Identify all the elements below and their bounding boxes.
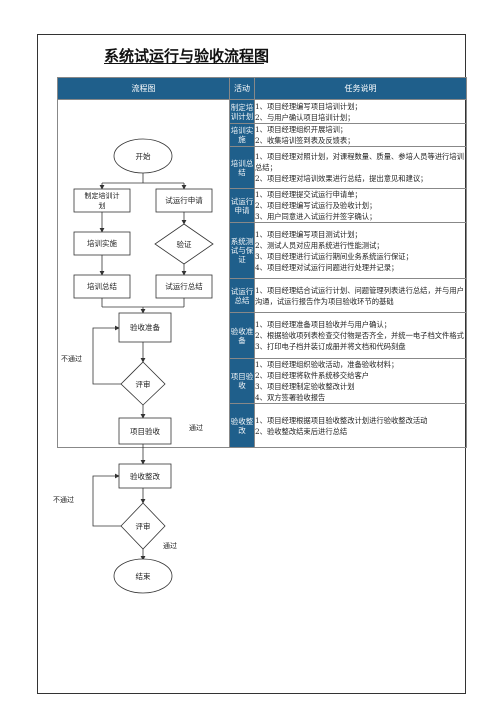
svg-text:验收准备: 验收准备 (130, 322, 160, 332)
flow-acc-fix-node: 验收整改 (118, 463, 172, 489)
description-line: 3、用户同意进入试运行并签字确认； (255, 212, 377, 221)
svg-text:试运行总结: 试运行总结 (165, 281, 203, 291)
flow-proj-acc-node: 项目验收 (118, 417, 172, 445)
page-title: 系统试运行与验收流程图 (104, 47, 270, 65)
activity-cell: 系统测试与保证 (229, 222, 255, 279)
title-underline (104, 63, 264, 64)
description-cell: 1、项目经理编写项目测试计划；2、测试人员对应用系统进行性能测试；3、项目经理进… (254, 222, 467, 279)
svg-text:评审: 评审 (136, 521, 151, 531)
description-line: 1、项目经理组织开展培训； (255, 125, 348, 134)
flow-pass-label-2: 通过 (163, 541, 177, 550)
description-line: 2、项目经理编写试运行及验收计划； (255, 201, 377, 210)
description-cell: 1、项目经理提交试运行申请单； 2、项目经理编写试运行及验收计划； 3、用户同意进入… (254, 188, 467, 223)
description-cell: 1、项目经理编写项目培训计划；2、与用户确认项目培训计划； (254, 99, 467, 124)
header-activity: 活动 (229, 77, 255, 100)
description-line: 4、双方签署验收报告 (255, 393, 326, 402)
description-cell: 1、项目经理对照计划，对课程数量、质量、参培人员等进行培训总结； 2、项目经理对培… (254, 146, 467, 189)
svg-text:开始: 开始 (136, 151, 151, 161)
description-line: 1、项目经理结合试运行计划、问题管理列表进行总结，并与用户沟通，试运行报告作为项… (255, 285, 464, 306)
description-line: 2、项目经理对培训效果进行总结，提出意见和建议； (255, 174, 428, 183)
description-line: 1、项目经理对照计划，对课程数量、质量、参培人员等进行培训总结； (255, 152, 464, 172)
activity-cell: 项目验收 (229, 358, 255, 404)
description-line: 1、项目经理组织验收活动，准备验收材料； (255, 360, 399, 369)
description-line: 3、打印电子档并装订成册并将文档和代码刻盘 (255, 342, 406, 351)
flow-plan-node: 制定培训计 划 (73, 188, 131, 213)
description-cell: 1、项目经理准备项目验收并与用户确认； 2、根据验收项列表检查交付物是否齐全，并统… (254, 312, 467, 359)
svg-text:项目验收: 项目验收 (130, 426, 160, 436)
description-line: 3、项目经理进行试运行期间业务系统运行保证； (255, 251, 413, 261)
flow-train-do-node: 培训实施 (73, 231, 131, 256)
description-line: 1、项目经理根据项目验收整改计划进行验收整改活动 (255, 415, 428, 425)
svg-text:培训总结: 培训总结 (87, 281, 117, 291)
flow-trial-apply-node: 试运行申请 (155, 188, 213, 213)
flow-not-pass-label-2: 不通过 (53, 495, 74, 504)
description-cell: 1、项目经理组织开展培训； 2、收集培训签到表及反馈表； (254, 123, 467, 147)
activity-cell: 培训总结 (229, 146, 255, 189)
description-line: 1、项目经理编写项目培训计划； (255, 101, 362, 111)
description-line: 3、项目经理制定验收整改计划 (255, 382, 355, 391)
header-desc: 任务说明 (254, 77, 467, 100)
svg-text:培训实施: 培训实施 (87, 238, 117, 248)
activity-cell: 试运行总结 (229, 278, 255, 313)
activity-cell: 验收整改 (229, 403, 255, 448)
flow-pass-label-1: 通过 (189, 423, 203, 432)
description-line: 1、项目经理提交试运行申请单； (255, 190, 362, 199)
activity-cell: 培训实施 (229, 123, 255, 147)
svg-text:试运行申请: 试运行申请 (165, 195, 203, 205)
flow-train-sum-node: 培训总结 (73, 274, 131, 299)
flowchart: 开始 制定培训计 划 试运行申请 培训实施 验证 培训总结 试运行总结 验收准备… (53, 138, 214, 594)
flow-review1-diamond: 评审 (120, 361, 166, 406)
description-cell: 1、项目经理组织验收活动，准备验收材料； 2、项目经理将软件系统移交给客户 3、项目… (254, 358, 467, 404)
flow-end-node: 结束 (113, 558, 173, 594)
flow-review2-diamond: 评审 (120, 502, 166, 550)
description-line: 4、项目经理对试运行问题进行处理并记录； (255, 262, 399, 272)
activity-cell: 制定培训计划 (229, 99, 255, 124)
flow-start-node: 开始 (113, 138, 173, 174)
description-line: 2、根据验收项列表检查交付物是否齐全，并统一电子档文件格式 (255, 331, 464, 340)
flow-verify-diamond: 验证 (154, 223, 214, 265)
table-header-row: 流程图 活动 任务说明 (57, 77, 467, 100)
svg-text:评审: 评审 (136, 379, 151, 389)
description-cell: 1、项目经理结合试运行计划、问题管理列表进行总结，并与用户沟通，试运行报告作为项… (254, 278, 467, 313)
description-line: 2、与用户确认项目培训计划； (255, 112, 355, 122)
svg-text:验收整改: 验收整改 (130, 471, 160, 481)
description-line: 2、收集培训签到表及反馈表； (255, 136, 355, 145)
header-flow: 流程图 (57, 77, 230, 100)
activity-cell: 试运行申请 (229, 188, 255, 223)
svg-text:结束: 结束 (136, 571, 151, 581)
flow-not-pass-label-1: 不通过 (61, 354, 82, 363)
description-line: 1、项目经理准备项目验收并与用户确认； (255, 320, 391, 329)
description-line: 2、测试人员对应用系统进行性能测试； (255, 240, 384, 250)
flow-trial-sum-node: 试运行总结 (155, 274, 213, 299)
description-line: 2、项目经理将软件系统移交给客户 (255, 371, 370, 380)
description-line: 2、验收整改结束后进行总结 (255, 426, 348, 436)
activity-cell: 验收准备 (229, 312, 255, 359)
svg-text:划: 划 (99, 201, 106, 210)
svg-text:制定培训计: 制定培训计 (85, 191, 120, 200)
svg-text:验证: 验证 (177, 239, 192, 249)
flow-acc-prep-node: 验收准备 (118, 312, 172, 343)
description-line: 1、项目经理编写项目测试计划； (255, 229, 362, 239)
